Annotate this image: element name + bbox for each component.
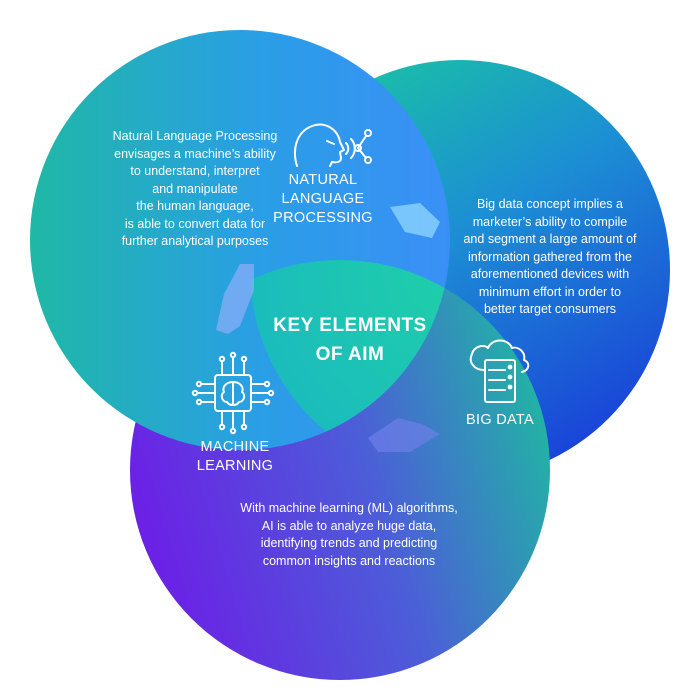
nlp-description-line: is able to convert data for xyxy=(124,216,266,231)
big-data-description-line: better target consumers xyxy=(483,302,616,316)
machine-learning-description: With machine learning (ML) algorithms, A… xyxy=(218,500,480,570)
nlp-description-line: Natural Language Processing xyxy=(112,129,278,143)
nlp-label-line: NATURAL xyxy=(288,172,358,188)
big-data-label: BIG DATA xyxy=(450,411,550,430)
machine-learning-label: MACHINE LEARNING xyxy=(180,438,290,476)
center-title: KEY ELEMENTS OF AIM xyxy=(255,311,445,369)
nlp-description-line: and manipulate xyxy=(152,181,238,196)
big-data-description-line: aforementioned devices with xyxy=(470,267,630,281)
nlp-description-line: further analytical purposes xyxy=(121,234,269,248)
big-data-label-line: BIG DATA xyxy=(466,412,534,428)
nlp-label: NATURAL LANGUAGE PROCESSING xyxy=(268,171,378,228)
big-data-description: Big data concept implies a marketer’s ab… xyxy=(432,196,668,319)
machine-learning-label-line: LEARNING xyxy=(196,458,274,474)
arrow-big-data-to-ml xyxy=(368,418,440,452)
machine-learning-description-line: common insights and reactions xyxy=(262,553,436,568)
arrow-nlp-to-big-data xyxy=(390,203,440,238)
machine-learning-description-line: With machine learning (ML) algorithms, xyxy=(240,501,458,515)
cloud-server-icon xyxy=(469,339,530,403)
speaking-head-icon xyxy=(293,123,372,167)
arrow-ml-to-nlp xyxy=(216,264,254,334)
nlp-description: Natural Language Processing envisages a … xyxy=(80,128,310,251)
center-title-line: OF AIM xyxy=(315,344,385,365)
machine-learning-description-line: AI is able to analyze huge data, xyxy=(261,518,437,533)
machine-learning-description-line: identifying trends and predicting xyxy=(260,536,438,550)
nlp-description-line: to understand, interpret xyxy=(130,164,260,178)
center-title-line: KEY ELEMENTS xyxy=(273,315,427,336)
nlp-label-line: PROCESSING xyxy=(273,210,373,226)
brain-chip-icon xyxy=(191,351,275,435)
machine-learning-label-line: MACHINE xyxy=(200,439,270,455)
nlp-description-line: envisages a machine’s ability xyxy=(114,146,276,161)
nlp-description-line: the human language, xyxy=(136,199,254,213)
big-data-description-line: Big data concept implies a xyxy=(477,197,623,211)
big-data-description-line: information gathered from the xyxy=(468,249,632,264)
big-data-description-line: marketer’s ability to compile xyxy=(472,214,628,229)
center-overlap xyxy=(250,260,450,450)
nlp-label-line: LANGUAGE xyxy=(281,191,365,207)
big-data-description-line: minimum effort in order to xyxy=(478,284,622,299)
big-data-description-line: and segment a large amount of xyxy=(463,232,637,246)
